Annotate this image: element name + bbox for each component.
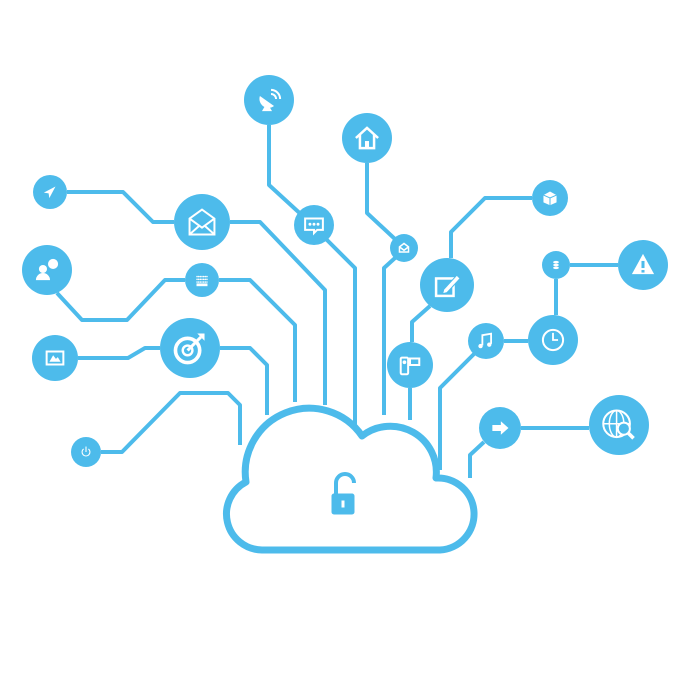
database-icon xyxy=(553,260,559,270)
node-satellite xyxy=(244,75,294,125)
node-contacts xyxy=(22,245,72,295)
node-circle xyxy=(22,245,72,295)
node-camera xyxy=(387,342,433,388)
node-image xyxy=(32,335,78,381)
icon-nodes xyxy=(22,75,668,467)
node-circle xyxy=(174,194,230,250)
connector-line xyxy=(382,256,397,415)
connector-line xyxy=(468,440,486,478)
group-icon xyxy=(196,275,208,287)
connector-line xyxy=(55,278,185,322)
user-chat-icon xyxy=(35,258,59,281)
node-arrow xyxy=(479,407,521,449)
node-mail xyxy=(174,194,230,250)
connector-line xyxy=(323,236,357,425)
node-circle xyxy=(390,234,418,262)
paper-plane-icon xyxy=(43,186,56,199)
node-send xyxy=(33,175,67,209)
node-chat xyxy=(294,205,334,245)
node-clock xyxy=(528,315,578,365)
satellite-dish-icon xyxy=(259,88,282,112)
connector-line xyxy=(219,278,297,402)
connector-line xyxy=(449,196,532,258)
clock-icon xyxy=(541,328,565,352)
node-cube xyxy=(532,180,568,216)
connector-line xyxy=(101,391,242,454)
connector-line xyxy=(230,220,327,405)
connector-line xyxy=(267,125,307,220)
power-icon xyxy=(81,446,91,457)
home-icon xyxy=(355,126,379,150)
video-camera-icon xyxy=(399,356,421,376)
node-circle xyxy=(468,323,504,359)
arrow-right-icon xyxy=(492,421,509,435)
target-icon xyxy=(173,333,205,365)
node-small-mail xyxy=(390,234,418,262)
node-team xyxy=(185,263,219,297)
node-circle xyxy=(342,113,392,163)
node-home xyxy=(342,113,392,163)
warning-icon xyxy=(631,253,655,275)
node-globe xyxy=(589,395,649,455)
connector-line xyxy=(410,304,432,342)
chat-bubble-icon xyxy=(304,217,324,236)
node-warning xyxy=(618,240,668,290)
node-circle xyxy=(420,258,474,312)
node-database xyxy=(542,251,570,279)
cloud-outline xyxy=(223,404,478,554)
music-note-icon xyxy=(478,332,492,349)
cube-icon xyxy=(543,191,557,206)
image-icon xyxy=(45,350,65,366)
unlocked-padlock-icon xyxy=(331,472,356,515)
node-music xyxy=(468,323,504,359)
node-edit xyxy=(420,258,474,312)
envelope-icon xyxy=(398,242,410,253)
connector-lines xyxy=(55,125,618,478)
node-circle xyxy=(244,75,294,125)
connector-line xyxy=(438,352,476,470)
node-power xyxy=(71,437,101,467)
connector-line xyxy=(78,346,160,360)
open-envelope-icon xyxy=(188,208,216,236)
globe-search-icon xyxy=(602,409,635,440)
connector-line xyxy=(67,190,174,224)
node-target xyxy=(160,318,220,378)
connector-line xyxy=(365,163,398,242)
edit-pencil-icon xyxy=(434,274,461,298)
connector-line xyxy=(220,346,269,415)
